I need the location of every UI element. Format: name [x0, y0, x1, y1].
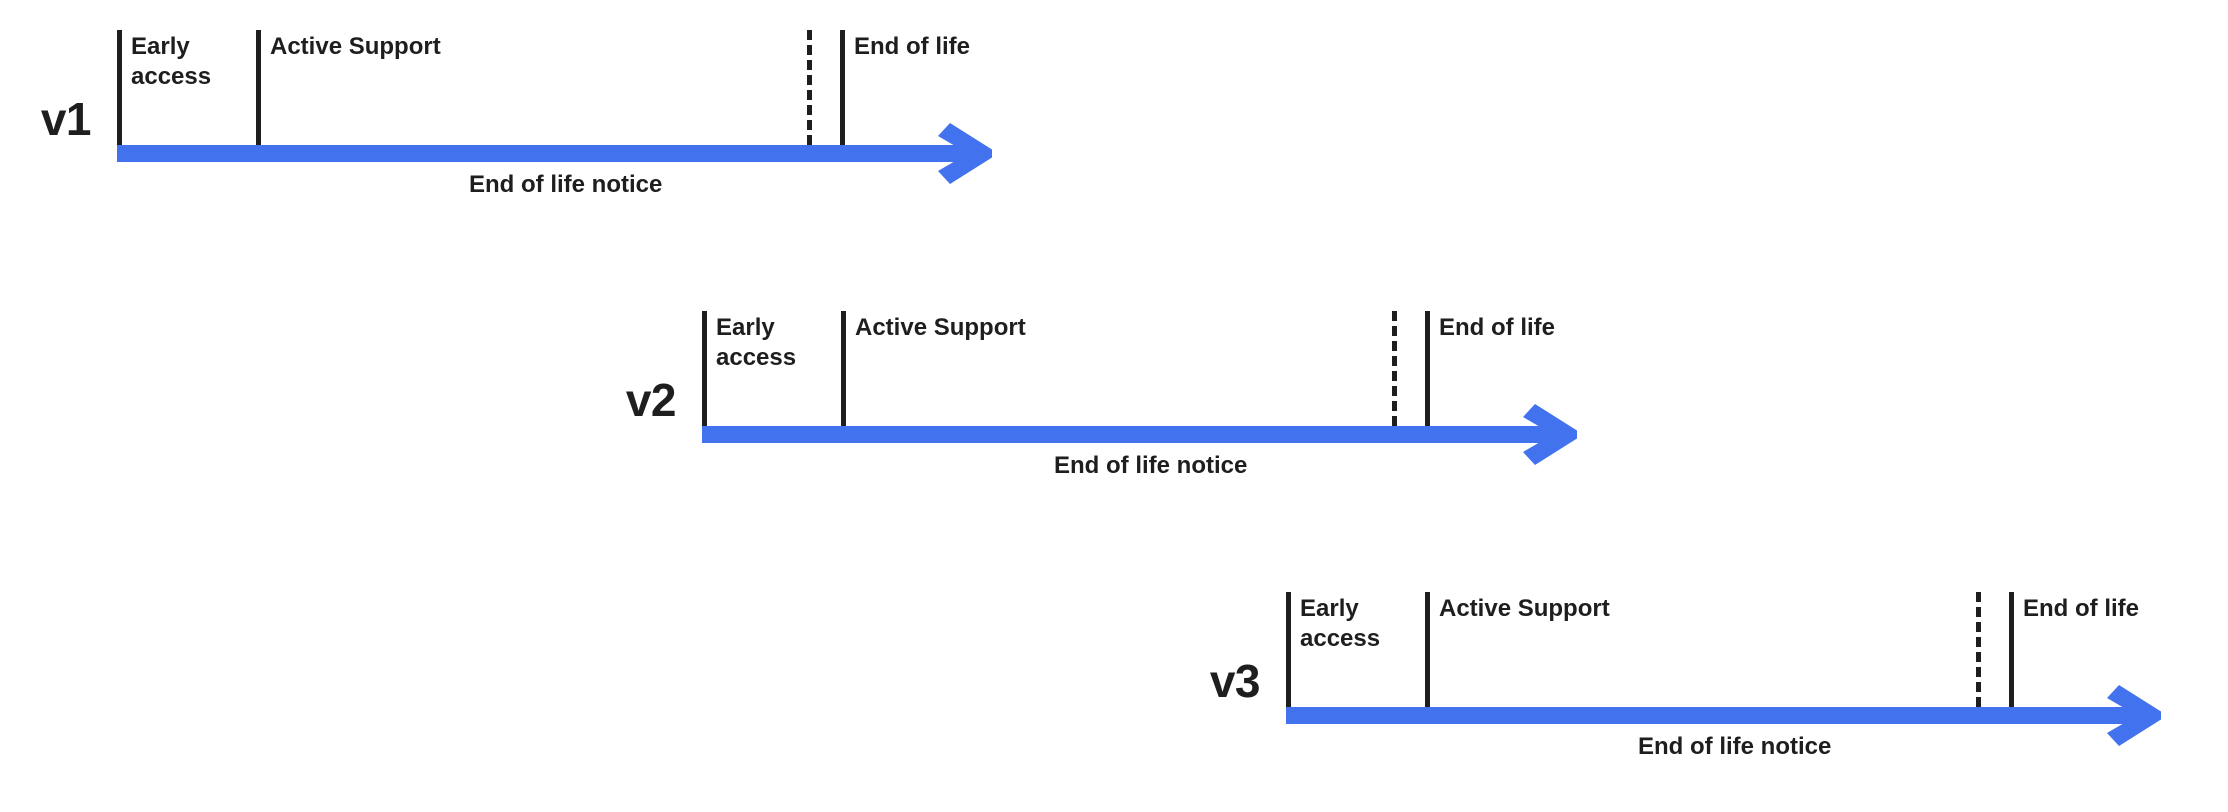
divider-active-support-v2 — [841, 311, 846, 426]
phase-label-active-support-v2: Active Support — [855, 314, 1026, 341]
end-of-life-notice-label-v1: End of life notice — [469, 171, 663, 198]
divider-end-of-life-notice-v3 — [1976, 592, 1981, 707]
version-label-v2: v2 — [625, 374, 677, 426]
divider-active-support-v1 — [256, 30, 261, 145]
phase-label-end-of-life-v3: End of life — [2023, 595, 2139, 622]
divider-active-support-v3 — [1425, 592, 1430, 707]
divider-end-of-life-notice-v2 — [1392, 311, 1397, 426]
divider-start-v2 — [702, 311, 707, 426]
lifecycle-arrow-track-v2 — [702, 426, 1545, 443]
divider-start-v3 — [1286, 592, 1291, 707]
end-of-life-notice-label-v3: End of life notice — [1638, 733, 1832, 760]
end-of-life-notice-label-v2: End of life notice — [1054, 452, 1248, 479]
phase-label-end-of-life-v1: End of life — [854, 33, 970, 60]
divider-start-v1 — [117, 30, 122, 145]
lifecycle-arrow-track-v1 — [117, 145, 960, 162]
phase-label-early-access-v1: Early access — [131, 33, 212, 90]
phase-label-end-of-life-v2: End of life — [1439, 314, 1555, 341]
phase-label-active-support-v1: Active Support — [270, 33, 441, 60]
divider-end-of-life-v2 — [1425, 311, 1430, 426]
phase-label-early-access-v2: Early access — [716, 314, 797, 371]
version-label-v1: v1 — [40, 93, 92, 145]
phase-label-active-support-v3: Active Support — [1439, 595, 1610, 622]
divider-end-of-life-v1 — [840, 30, 845, 145]
phase-label-early-access-v3: Early access — [1300, 595, 1381, 652]
divider-end-of-life-notice-v1 — [807, 30, 812, 145]
version-label-v3: v3 — [1209, 655, 1261, 707]
divider-end-of-life-v3 — [2009, 592, 2014, 707]
lifecycle-arrow-head-v2 — [1515, 404, 1581, 470]
lifecycle-arrow-head-v3 — [2099, 685, 2165, 751]
lifecycle-arrow-head-v1 — [930, 123, 996, 189]
lifecycle-arrow-track-v3 — [1286, 707, 2129, 724]
